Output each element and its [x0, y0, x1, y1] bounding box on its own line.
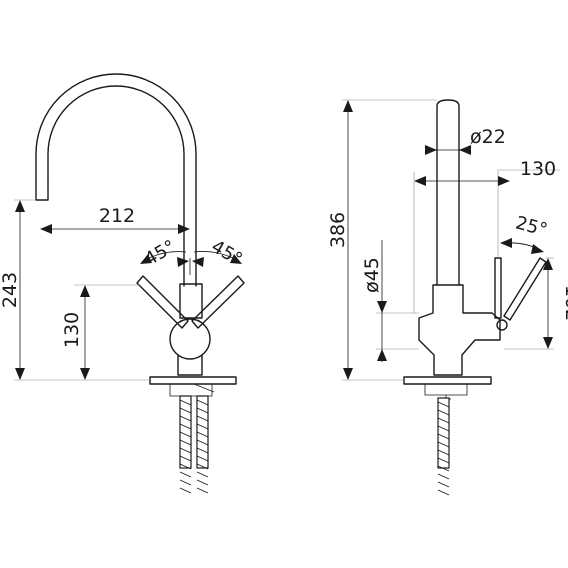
side-dim-130-label: 130: [520, 158, 556, 180]
front-dim-212-arrow-right: [178, 224, 190, 234]
side-angle-label: 25°: [513, 212, 549, 241]
front-angle-arrow-right-outer: [230, 254, 242, 264]
front-dim-130-label: 130: [61, 312, 83, 348]
front-angle-right-label: 45°: [208, 236, 246, 270]
front-body-upper: [179, 283, 203, 319]
front-dim-212-arrow-left: [40, 224, 52, 234]
front-angle-arrow-left-inner: [177, 257, 189, 267]
front-knob: [169, 318, 211, 360]
side-hose-braid: [437, 401, 450, 496]
front-dim-130-arrow-top: [80, 285, 90, 297]
front-angle-arrow-right-inner: [192, 257, 204, 267]
front-angle-arrow-left-outer: [140, 254, 152, 264]
side-lever-handle: [503, 257, 547, 321]
side-dim-386-label: 386: [327, 212, 349, 248]
front-view: 243 130 212 45° 45°: [0, 73, 246, 494]
side-dim-22-label: ø22: [470, 126, 506, 148]
side-dim-45-arrow-top: [377, 301, 387, 313]
side-dim-45-arrow-bottom: [377, 349, 387, 361]
front-lever-left: [136, 275, 189, 329]
front-base: [149, 376, 237, 385]
front-dim-130-arrow-bottom: [80, 368, 90, 380]
front-dim-212-label: 212: [99, 205, 135, 227]
front-angle-left-label: 45°: [141, 236, 179, 270]
side-angle-arrow-left: [500, 238, 512, 248]
side-angle-arrow-right: [531, 244, 544, 254]
side-dim-102-arrow-top: [543, 258, 553, 270]
side-dim-130-arrow-right: [498, 176, 510, 186]
front-dim-243-label: 243: [0, 272, 21, 308]
side-base-mount: [424, 384, 468, 396]
side-dim-102-arrow-bottom: [543, 337, 553, 349]
side-spout: [436, 99, 460, 286]
front-spout: [35, 73, 197, 287]
side-dim-386-arrow-bottom: [343, 368, 353, 380]
front-dim-243-arrow-bottom: [15, 368, 25, 380]
side-view: 386 ø22 130 25° ø45 102: [327, 99, 568, 496]
front-spout-tip: [35, 179, 49, 201]
side-dim-102-label: 102: [561, 285, 568, 321]
front-lever-right: [191, 275, 245, 329]
side-body: [418, 284, 501, 376]
front-base-mount: [169, 383, 215, 397]
side-dim-45-label: ø45: [361, 257, 383, 293]
side-lever: [494, 257, 502, 319]
front-dim-243-arrow-top: [15, 200, 25, 212]
front-neck: [177, 354, 203, 376]
side-lever-pivot: [496, 319, 508, 331]
side-dim-386-arrow-top: [343, 100, 353, 112]
side-dim-22-arrow-right: [459, 145, 471, 155]
side-hose: [437, 397, 450, 469]
side-base: [403, 376, 492, 385]
side-dim-130-arrow-left: [414, 176, 426, 186]
front-hose-braid: [179, 399, 209, 494]
side-dim-22-arrow-left: [425, 145, 437, 155]
